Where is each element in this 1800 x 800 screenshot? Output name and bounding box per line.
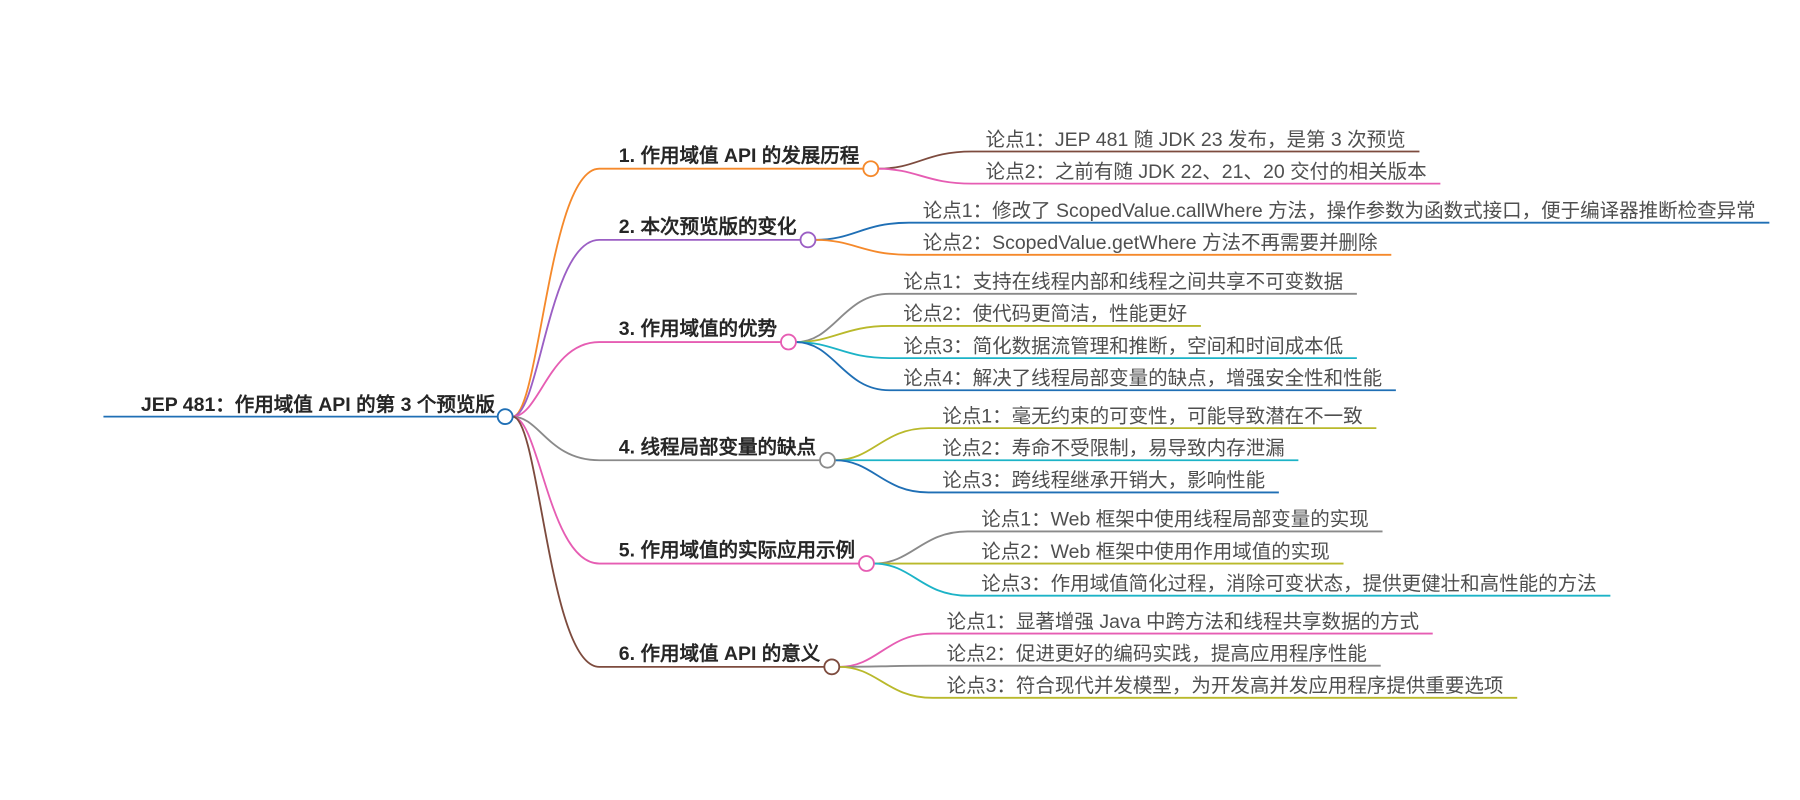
point-label[interactable]: 论点3：简化数据流管理和推断，空间和时间成本低 xyxy=(903,335,1343,357)
point-connector xyxy=(795,292,1357,343)
point-label[interactable]: 论点2：Web 框架中使用作用域值的实现 xyxy=(981,541,1330,563)
point-label[interactable]: 论点3：符合现代并发模型，为开发高并发应用程序提供重要选项 xyxy=(947,675,1504,697)
branch-3-collapse-toggle[interactable] xyxy=(780,333,797,351)
branch-4: 4. 线程局部变量的缺点 论点1：毫无约束的可变性，可能导致潜在不一致 论点2：… xyxy=(512,405,1377,494)
point-connector xyxy=(815,238,1392,256)
branch-3-point-3: 论点3：简化数据流管理和推断，空间和时间成本低 xyxy=(795,335,1357,360)
root-collapse-toggle[interactable] xyxy=(496,408,514,426)
branch-6-topic[interactable]: 6. 作用域值 API 的意义 xyxy=(619,642,821,665)
branch-1-topic[interactable]: 1. 作用域值 API 的发展历程 xyxy=(619,144,860,167)
point-connector xyxy=(839,664,1381,668)
branch-5: 5. 作用域值的实际应用示例 论点1：Web 框架中使用线程局部变量的实现 论点… xyxy=(512,415,1611,597)
branch-4-topic[interactable]: 4. 线程局部变量的缺点 xyxy=(619,435,817,458)
point-connector xyxy=(795,341,1357,360)
point-label[interactable]: 论点1：修改了 ScopedValue.callWhere 方法，操作参数为函数… xyxy=(923,200,1756,222)
branch-6: 6. 作用域值 API 的意义 论点1：显著增强 Java 中跨方法和线程共享数… xyxy=(512,415,1518,699)
branch-1-collapse-toggle[interactable] xyxy=(862,160,880,178)
point-connector xyxy=(839,632,1433,668)
point-label[interactable]: 论点2：寿命不受限制，易导致内存泄漏 xyxy=(942,438,1284,460)
branch-2-point-2: 论点2：ScopedValue.getWhere 方法不再需要并删除 xyxy=(815,232,1392,256)
branch-4-collapse-toggle[interactable] xyxy=(819,451,836,469)
branch-4-point-3: 论点3：跨线程继承开销大，影响性能 xyxy=(834,459,1279,494)
root-topic-label[interactable]: JEP 481：作用域值 API 的第 3 个预览版 xyxy=(141,393,495,416)
branch-3-point-4: 论点4：解决了线程局部变量的缺点，增强安全性和性能 xyxy=(795,341,1396,392)
branch-2-connector xyxy=(512,238,801,418)
branch-1-point-2: 论点2：之前有随 JDK 22、21、20 交付的相关版本 xyxy=(878,161,1441,185)
point-connector xyxy=(795,325,1201,343)
point-connector xyxy=(873,562,1611,597)
point-connector xyxy=(834,459,1279,494)
branch-1-connector xyxy=(512,167,864,418)
point-connector xyxy=(795,341,1396,392)
branch-6-point-2: 论点2：促进更好的编码实践，提高应用程序性能 xyxy=(839,643,1381,668)
branch-1: 1. 作用域值 API 的发展历程 论点1：JEP 481 随 JDK 23 发… xyxy=(512,129,1441,418)
branch-3: 3. 作用域值的优势 论点1：支持在线程内部和线程之间共享不可变数据 论点2：使… xyxy=(512,271,1396,418)
branch-5-topic[interactable]: 5. 作用域值的实际应用示例 xyxy=(619,539,855,562)
point-label[interactable]: 论点3：作用域值简化过程，消除可变状态，提供更健壮和高性能的方法 xyxy=(981,573,1596,595)
point-connector xyxy=(834,427,1377,462)
point-connector xyxy=(839,665,1518,699)
point-label[interactable]: 论点1：显著增强 Java 中跨方法和线程共享数据的方式 xyxy=(947,611,1419,633)
point-connector xyxy=(878,150,1420,170)
branch-6-connector xyxy=(512,415,825,668)
branch-6-collapse-toggle[interactable] xyxy=(823,658,841,676)
branch-3-point-2: 论点2：使代码更简洁，性能更好 xyxy=(795,303,1201,343)
branch-2: 2. 本次预览版的变化 论点1：修改了 ScopedValue.callWher… xyxy=(512,200,1770,418)
point-label[interactable]: 论点1：Web 框架中使用线程局部变量的实现 xyxy=(981,509,1369,531)
point-label[interactable]: 论点2：ScopedValue.getWhere 方法不再需要并删除 xyxy=(923,232,1378,254)
branch-4-point-1: 论点1：毫无约束的可变性，可能导致潜在不一致 xyxy=(834,405,1377,462)
point-label[interactable]: 论点1：JEP 481 随 JDK 23 发布，是第 3 次预览 xyxy=(986,129,1406,151)
branch-6-point-1: 论点1：显著增强 Java 中跨方法和线程共享数据的方式 xyxy=(839,611,1433,668)
branch-2-topic[interactable]: 2. 本次预览版的变化 xyxy=(619,215,797,238)
branch-5-point-3: 论点3：作用域值简化过程，消除可变状态，提供更健壮和高性能的方法 xyxy=(873,562,1611,597)
branch-6-point-3: 论点3：符合现代并发模型，为开发高并发应用程序提供重要选项 xyxy=(839,665,1518,699)
branch-4-point-2: 论点2：寿命不受限制，易导致内存泄漏 xyxy=(834,438,1299,462)
branch-5-collapse-toggle[interactable] xyxy=(858,555,875,572)
branch-4-connector xyxy=(512,415,820,462)
point-label[interactable]: 论点1：支持在线程内部和线程之间共享不可变数据 xyxy=(903,271,1343,293)
point-label[interactable]: 论点2：之前有随 JDK 22、21、20 交付的相关版本 xyxy=(986,161,1427,183)
point-label[interactable]: 论点1：毫无约束的可变性，可能导致潜在不一致 xyxy=(942,405,1362,427)
branch-5-point-2: 论点2：Web 框架中使用作用域值的实现 xyxy=(873,541,1344,565)
branch-3-topic[interactable]: 3. 作用域值的优势 xyxy=(619,317,778,340)
branch-3-connector xyxy=(512,341,781,418)
point-label[interactable]: 论点2：促进更好的编码实践，提高应用程序性能 xyxy=(947,643,1367,665)
branch-5-connector xyxy=(512,415,859,565)
point-connector xyxy=(878,167,1441,185)
point-connector xyxy=(873,530,1383,565)
point-connector xyxy=(815,221,1770,241)
point-label[interactable]: 论点2：使代码更简洁，性能更好 xyxy=(903,303,1187,325)
point-label[interactable]: 论点4：解决了线程局部变量的缺点，增强安全性和性能 xyxy=(903,368,1382,390)
point-label[interactable]: 论点3：跨线程继承开销大，影响性能 xyxy=(942,470,1265,492)
branch-1-point-1: 论点1：JEP 481 随 JDK 23 发布，是第 3 次预览 xyxy=(878,129,1420,170)
branch-5-point-1: 论点1：Web 框架中使用线程局部变量的实现 xyxy=(873,509,1383,565)
branch-3-point-1: 论点1：支持在线程内部和线程之间共享不可变数据 xyxy=(795,271,1357,343)
root-topic[interactable]: JEP 481：作用域值 API 的第 3 个预览版 xyxy=(103,393,498,418)
branch-2-collapse-toggle[interactable] xyxy=(799,231,817,249)
branch-2-point-1: 论点1：修改了 ScopedValue.callWhere 方法，操作参数为函数… xyxy=(815,200,1770,241)
